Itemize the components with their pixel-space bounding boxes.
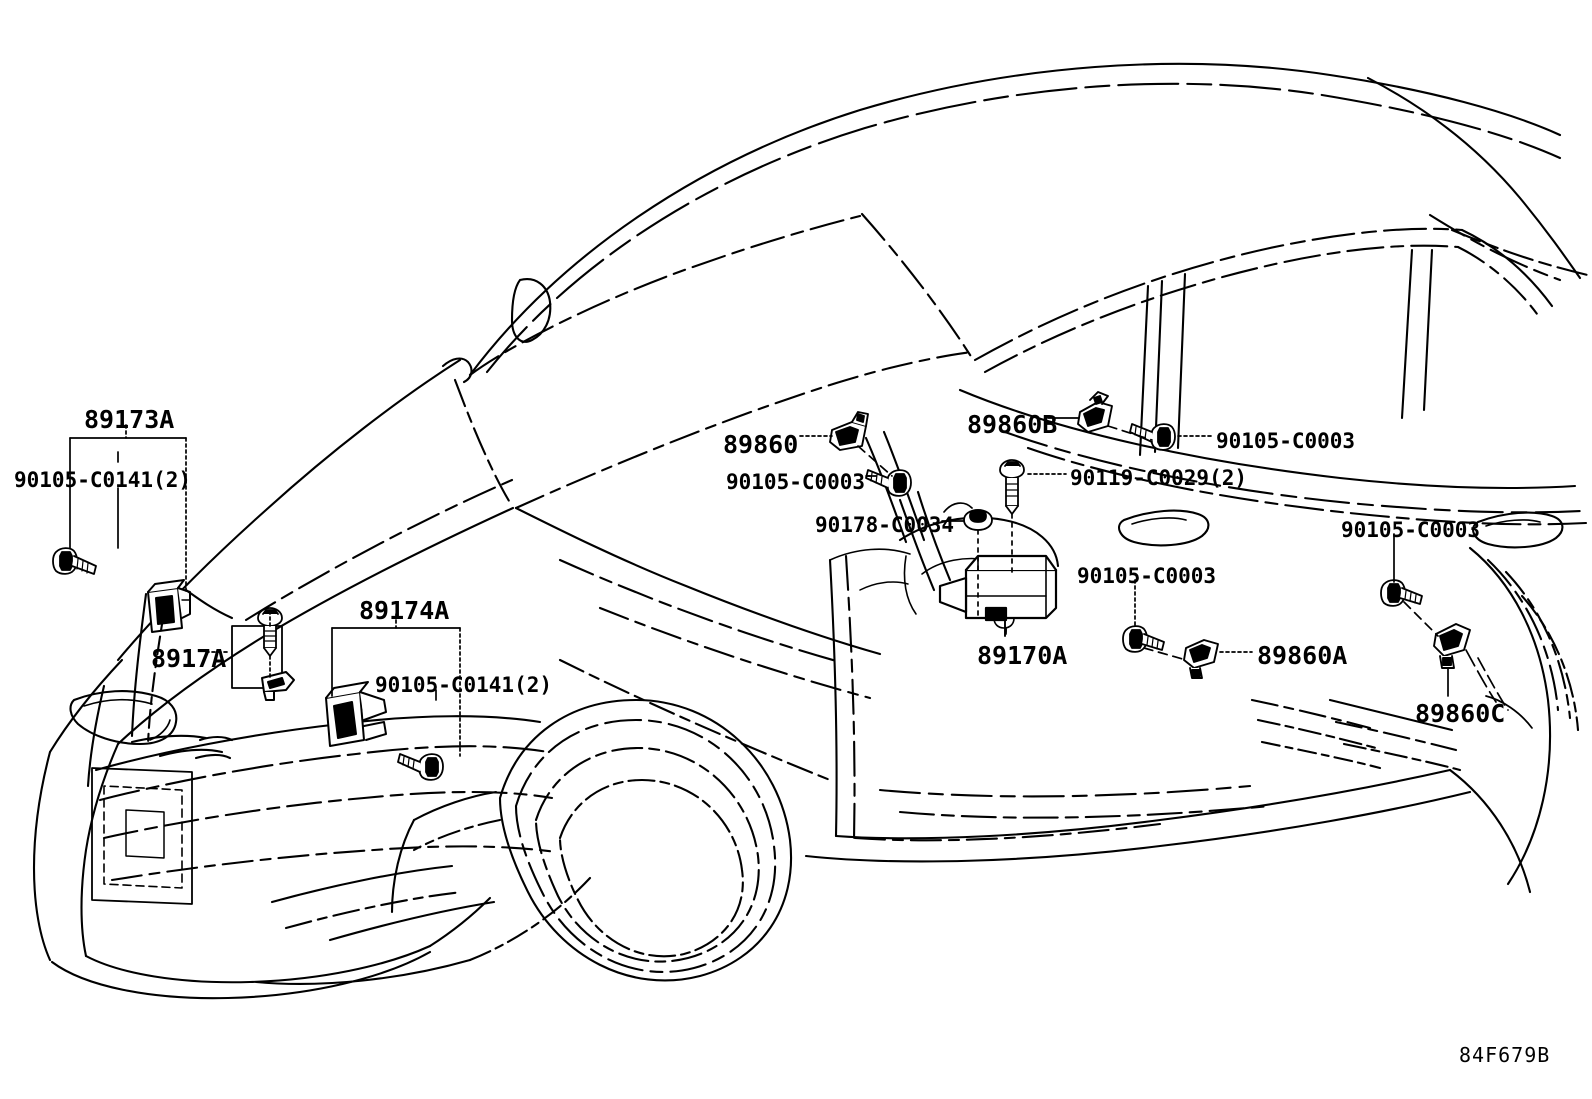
part-label-8917a: 8917A [151, 644, 227, 673]
part-label-90119-c0029: 90119-C0029(2) [1070, 466, 1248, 490]
part-label-90105-c0003-upper-right: 90105-C0003 [1216, 429, 1356, 453]
part-label-89173a: 89173A [84, 405, 175, 434]
part-label-90105-c0141-lower: 90105-C0141(2) [375, 673, 553, 697]
part-label-89860: 89860 [723, 430, 799, 459]
part-label-90105-c0003-mid: 90105-C0003 [1077, 564, 1217, 588]
part-label-89860a: 89860A [1257, 641, 1348, 670]
part-label-90105-c0141-left: 90105-C0141(2) [14, 468, 192, 492]
part-label-89170a: 89170A [977, 641, 1068, 670]
part-label-89860c: 89860C [1415, 699, 1506, 728]
part-label-90105-c0003-upper-left: 90105-C0003 [726, 470, 866, 494]
part-label-89174a: 89174A [359, 596, 450, 625]
figure-code: 84F679B [1459, 1043, 1551, 1067]
part-label-90178-c0034: 90178-C0034 [815, 513, 955, 537]
part-label-90105-c0003-right: 90105-C0003 [1341, 518, 1481, 542]
part-label-89860b: 89860B [967, 410, 1058, 439]
